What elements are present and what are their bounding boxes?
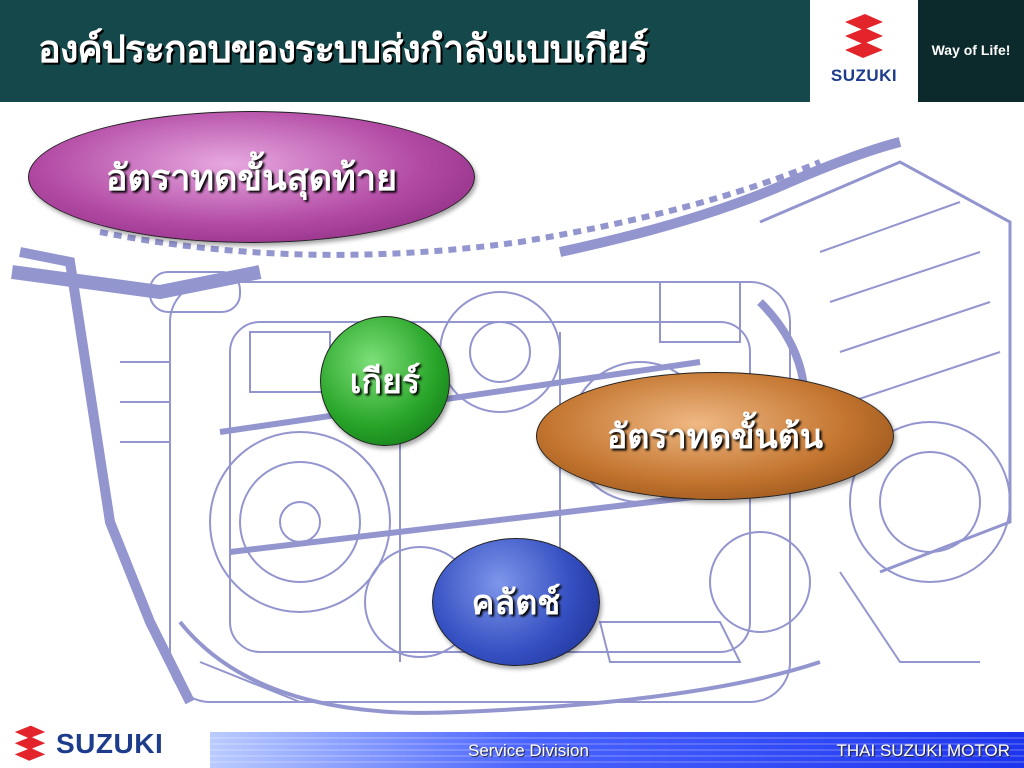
- suzuki-logo: SUZUKI: [810, 0, 918, 102]
- page-title: องค์ประกอบของระบบส่งกำลังแบบเกียร์: [38, 27, 648, 71]
- engine-cutaway-illustration: [11, 137, 1012, 715]
- service-division-label: Service Division: [468, 741, 589, 760]
- company-name: THAI SUZUKI MOTOR: [836, 741, 1010, 760]
- footer-stripe-band: [196, 732, 1024, 768]
- final-ratio-bubble: อัตราทดขั้นสุดท้าย: [28, 111, 475, 243]
- gear-bubble: เกียร์: [320, 316, 450, 446]
- tagline-panel: Way of Life!: [918, 0, 1024, 102]
- title-bar: องค์ประกอบของระบบส่งกำลังแบบเกียร์: [0, 0, 810, 102]
- clutch-bubble: คลัตช์: [432, 538, 600, 666]
- suzuki-s-icon: [14, 725, 46, 761]
- tagline: Way of Life!: [931, 42, 1011, 58]
- footer-logo: [0, 716, 210, 768]
- suzuki-wordmark: SUZUKI: [830, 66, 898, 85]
- header-bar: องค์ประกอบของระบบส่งกำลังแบบเกียร์ SUZUK…: [0, 0, 1024, 102]
- suzuki-s-icon: [845, 14, 883, 58]
- footer-suzuki-wordmark: SUZUKI: [56, 728, 164, 759]
- primary-ratio-bubble: อัตราทดขั้นต้น: [536, 372, 894, 500]
